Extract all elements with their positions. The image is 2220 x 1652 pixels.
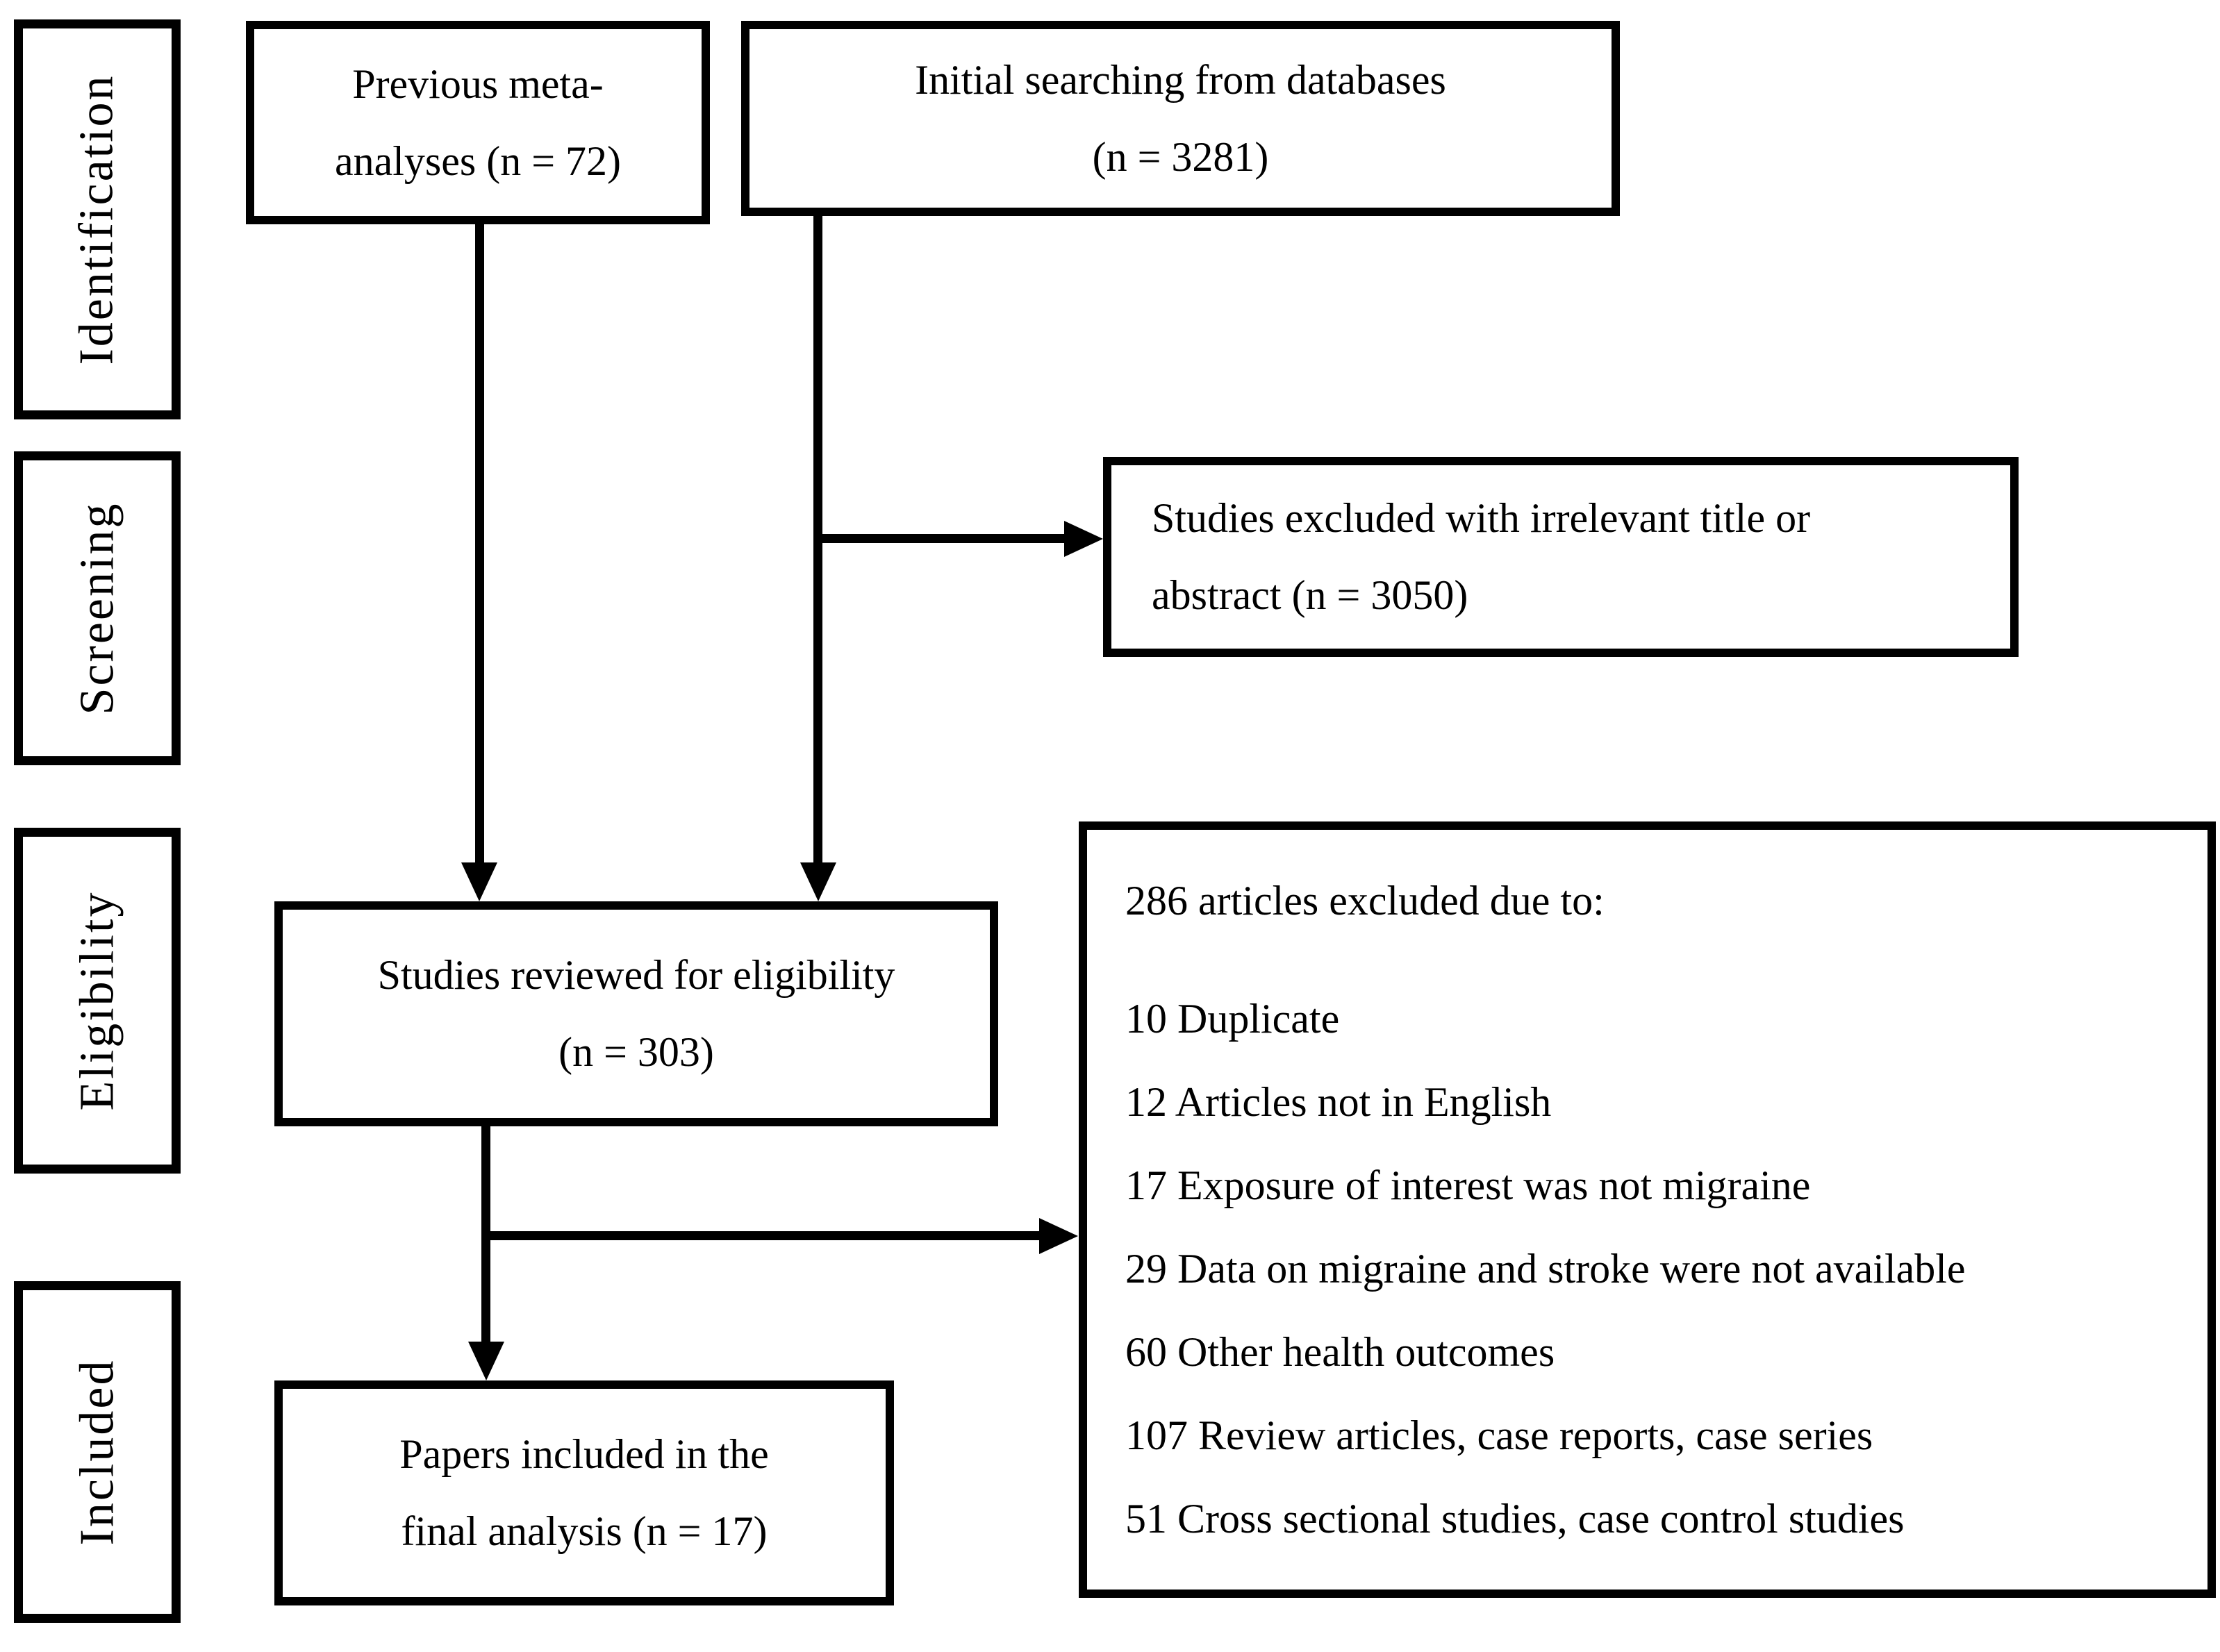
stage-box-eligibility: Eligibility	[14, 828, 181, 1174]
arrowhead-down-reviewed-to-included	[468, 1342, 504, 1380]
arrowhead-right-to-excluded-screening	[1064, 521, 1103, 557]
stage-label-screening: Screening	[70, 501, 124, 715]
box-text-line: final analysis (n = 17)	[401, 1508, 768, 1554]
box-previous-meta-analyses: Previous meta- analyses (n = 72)	[246, 21, 710, 224]
excluded-list-item: 60 Other health outcomes	[1125, 1329, 1555, 1375]
box-text-line: Studies reviewed for eligibility	[377, 952, 895, 998]
excluded-list-item: 10 Duplicate	[1125, 996, 1340, 1042]
arrow-line-branch-to-excluded-screening	[818, 534, 1065, 543]
excluded-list-header: 286 articles excluded due to:	[1125, 878, 1605, 924]
box-text-line: Studies excluded with irrelevant title o…	[1152, 495, 1811, 541]
stage-box-identification: Identification	[14, 19, 181, 419]
arrowhead-down-previous-to-reviewed	[461, 862, 497, 901]
stage-box-screening: Screening	[14, 451, 181, 765]
box-text-line: Previous meta-	[352, 60, 604, 107]
box-initial-searching: Initial searching from databases (n = 32…	[741, 21, 1620, 216]
box-excluded-articles-list: 286 articles excluded due to: 10 Duplica…	[1079, 821, 2216, 1598]
box-text-line: Papers included in the	[399, 1431, 769, 1477]
stage-label-eligibility: Eligibility	[70, 890, 124, 1111]
excluded-list-item: 107 Review articles, case reports, case …	[1125, 1412, 1873, 1458]
box-excluded-title-abstract: Studies excluded with irrelevant title o…	[1103, 457, 2019, 657]
arrow-line-branch-to-excluded-eligibility	[486, 1231, 1040, 1240]
box-text-line: abstract (n = 3050)	[1152, 572, 1468, 618]
stage-box-included: Included	[14, 1281, 181, 1623]
arrow-line-reviewed-to-included	[481, 1125, 490, 1343]
box-text-line: (n = 303)	[558, 1029, 714, 1075]
excluded-list-item: 29 Data on migraine and stroke were not …	[1125, 1246, 1966, 1292]
box-text-line: (n = 3281)	[1092, 133, 1269, 180]
arrowhead-down-initial-to-reviewed	[800, 862, 836, 901]
excluded-list-item: 17 Exposure of interest was not migraine	[1125, 1162, 1811, 1208]
excluded-list-item: 12 Articles not in English	[1125, 1079, 1552, 1125]
box-included-final-analysis: Papers included in the final analysis (n…	[274, 1380, 894, 1605]
excluded-list-item: 51 Cross sectional studies, case control…	[1125, 1496, 1905, 1542]
box-reviewed-for-eligibility: Studies reviewed for eligibility (n = 30…	[274, 901, 998, 1126]
arrow-line-previous-to-reviewed	[475, 224, 484, 863]
arrowhead-right-to-excluded-eligibility	[1039, 1218, 1078, 1254]
arrow-line-initial-to-reviewed	[813, 215, 822, 863]
box-text-line: analyses (n = 72)	[334, 137, 622, 184]
stage-label-included: Included	[70, 1358, 124, 1546]
box-text-line: Initial searching from databases	[915, 56, 1446, 103]
stage-label-identification: Identification	[70, 74, 124, 365]
